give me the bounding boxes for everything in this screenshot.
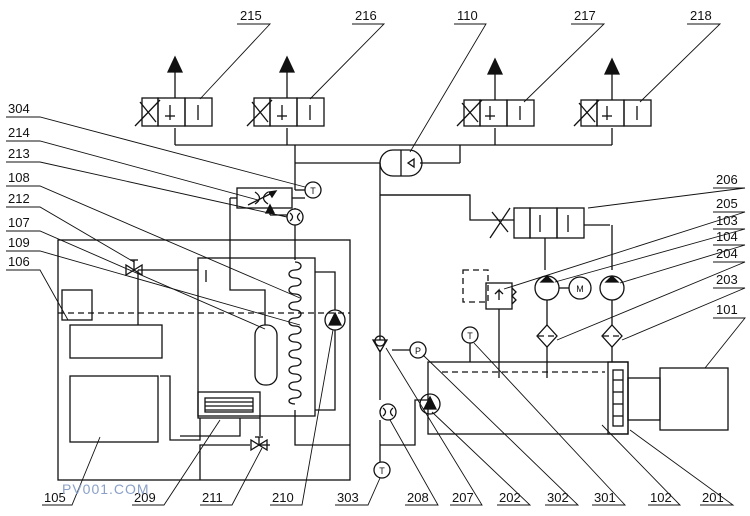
cooling-cabinet xyxy=(57,239,351,481)
throttle-valve-214 xyxy=(236,187,305,209)
label-106: 106 xyxy=(8,254,30,269)
circulation-pump-210 xyxy=(324,309,346,331)
temp-symbol-304: T xyxy=(310,186,316,196)
label-218: 218 xyxy=(690,8,712,23)
label-202: 202 xyxy=(499,490,521,505)
label-303: 303 xyxy=(337,490,359,505)
label-302: 302 xyxy=(547,490,569,505)
pressure-sensor-302 xyxy=(409,341,427,359)
label-304: 304 xyxy=(8,101,30,116)
temp-symbol-303: T xyxy=(379,466,385,476)
flow-meter-213 xyxy=(286,208,304,226)
label-215: 215 xyxy=(240,8,262,23)
label-104: 104 xyxy=(716,229,738,244)
temp-symbol-301: T xyxy=(467,331,473,341)
receiver-tank-109 xyxy=(254,324,278,386)
label-216: 216 xyxy=(355,8,377,23)
accumulator-110 xyxy=(379,149,423,177)
directional-valve-206 xyxy=(489,207,613,270)
pump-103 xyxy=(534,275,592,325)
label-208: 208 xyxy=(407,490,429,505)
label-207: 207 xyxy=(452,490,474,505)
label-107: 107 xyxy=(8,215,30,230)
temperature-sensor-304 xyxy=(295,181,322,199)
filter-203 xyxy=(601,324,623,362)
label-212: 212 xyxy=(8,191,30,206)
label-217: 217 xyxy=(574,8,596,23)
motor-symbol: M xyxy=(576,284,584,294)
label-201: 201 xyxy=(702,490,724,505)
needle-valve-211 xyxy=(250,436,268,452)
temperature-sensor-301 xyxy=(461,326,479,362)
needle-valve-212 xyxy=(125,259,143,277)
valve-218 xyxy=(573,57,652,127)
label-102: 102 xyxy=(650,490,672,505)
label-209: 209 xyxy=(134,490,156,505)
motor-101 xyxy=(627,367,729,431)
filter-204 xyxy=(536,324,558,378)
valve-216 xyxy=(246,55,325,127)
label-211: 211 xyxy=(202,490,223,505)
label-101: 101 xyxy=(716,302,738,317)
valve-217 xyxy=(456,57,535,127)
valve-215 xyxy=(134,55,213,127)
flow-meter-208 xyxy=(379,403,397,421)
label-110: 110 xyxy=(457,8,478,23)
label-103: 103 xyxy=(716,213,738,228)
label-205: 205 xyxy=(716,196,738,211)
check-valve-207 xyxy=(371,335,389,354)
label-213: 213 xyxy=(8,146,30,161)
top-manifold-lines xyxy=(174,128,613,190)
label-109: 109 xyxy=(8,235,30,250)
leader-lines xyxy=(6,23,746,506)
label-105: 105 xyxy=(44,490,66,505)
label-108: 108 xyxy=(8,170,30,185)
feed-line xyxy=(380,194,514,221)
heater-201 xyxy=(607,361,629,435)
label-214: 214 xyxy=(8,125,30,140)
hydraulic-reservoir xyxy=(427,361,629,435)
relief-valve-205 xyxy=(462,269,517,340)
label-210: 210 xyxy=(272,490,294,505)
label-203: 203 xyxy=(716,272,738,287)
heat-exchange-coil-108 xyxy=(288,240,302,405)
label-206: 206 xyxy=(716,172,738,187)
pressure-symbol-302: P xyxy=(415,346,421,356)
temperature-sensor-303 xyxy=(373,461,391,479)
label-301: 301 xyxy=(594,490,616,505)
watermark: PV001.COM xyxy=(62,481,150,497)
cabinet-piping xyxy=(137,197,350,480)
label-204: 204 xyxy=(716,246,738,261)
pump-202 xyxy=(419,393,441,415)
return-line xyxy=(379,163,428,462)
heat-exchanger-209 xyxy=(197,391,261,419)
pump-104 xyxy=(599,275,625,325)
